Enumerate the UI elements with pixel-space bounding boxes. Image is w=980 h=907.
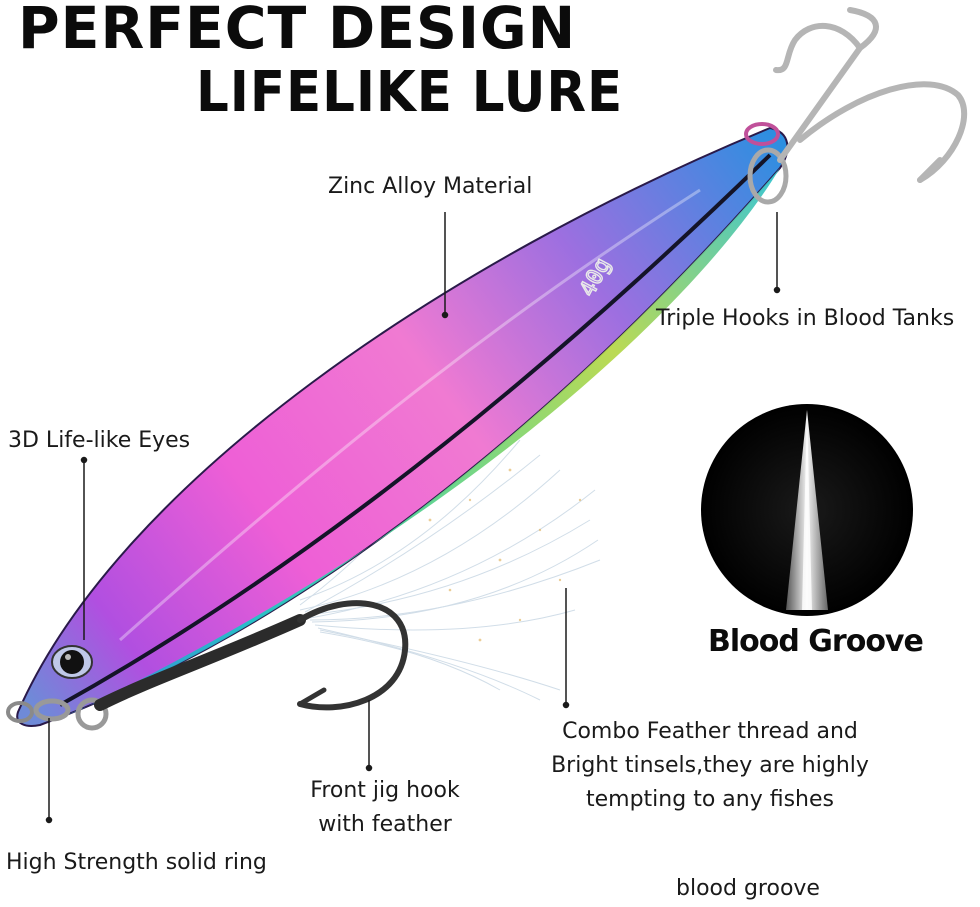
callout-front-hook-line2: with feather	[318, 812, 452, 837]
headline-line2: LIFELIKE LURE	[196, 60, 624, 125]
nose-eyelet	[6, 701, 34, 723]
split-ring-icon	[747, 147, 789, 205]
tail-eyelet	[744, 122, 780, 146]
callout-feather-line2: Bright tinsels,they are highly	[551, 753, 869, 778]
callout-feather-line1: Combo Feather thread and	[562, 719, 858, 744]
callout-front-hook-line1: Front jig hook	[310, 778, 460, 803]
callout-front-hook: Front jig hook with feather	[300, 774, 470, 842]
callout-triple-hooks: Triple Hooks in Blood Tanks	[656, 306, 955, 331]
callout-feather: Combo Feather thread and Bright tinsels,…	[540, 715, 880, 817]
callout-eyes: 3D Life-like Eyes	[8, 428, 191, 453]
callout-zinc-alloy: Zinc Alloy Material	[328, 174, 533, 199]
treble-hook-icon	[773, 7, 968, 183]
front-hook-icon	[94, 600, 409, 711]
blood-groove-inset	[701, 404, 913, 616]
headline-line1: PERFECT DESIGN	[18, 0, 577, 62]
feather-tinsel	[299, 419, 601, 701]
callout-leaders	[45, 212, 781, 824]
callout-solid-ring: High Strength solid ring	[6, 850, 267, 875]
blood-groove-caption: blood groove	[676, 876, 820, 901]
solid-ring-icon	[33, 697, 109, 731]
feather-glints	[428, 468, 582, 642]
callout-feather-line3: tempting to any fishes	[586, 787, 834, 812]
eye-icon	[51, 645, 93, 679]
blood-groove-title: Blood Groove	[708, 624, 924, 659]
